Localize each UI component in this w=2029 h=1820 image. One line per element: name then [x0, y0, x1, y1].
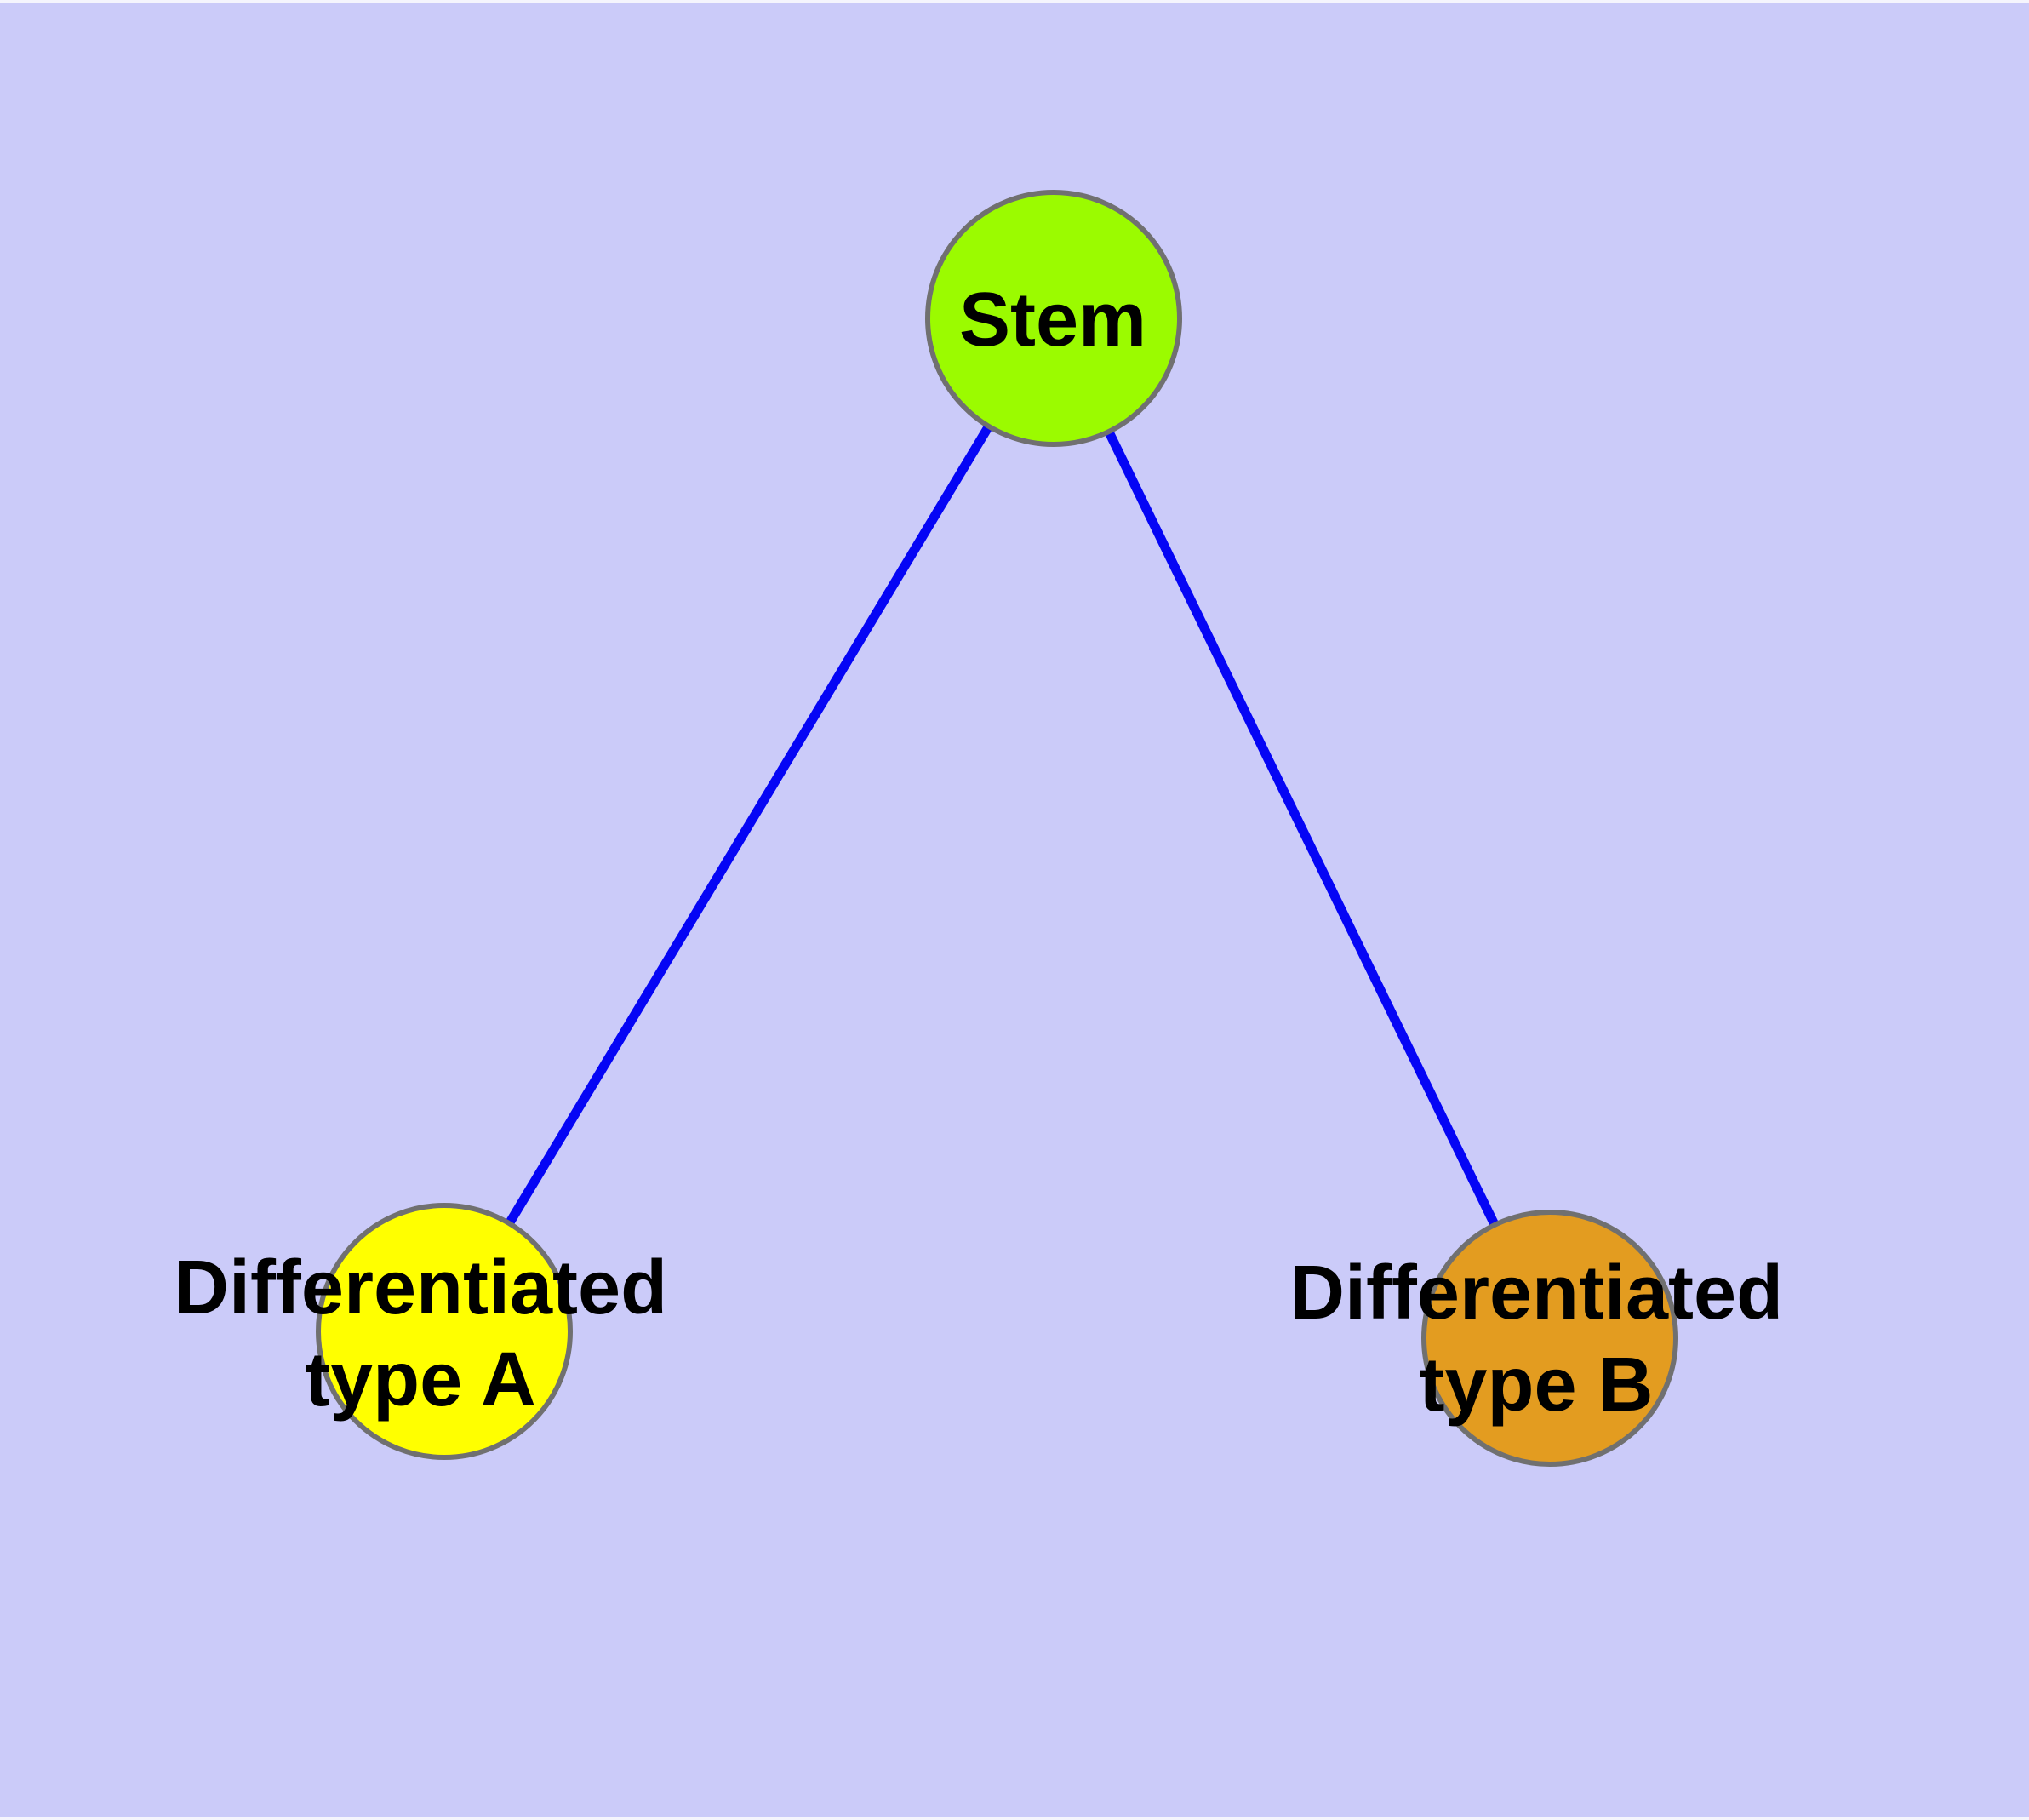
edge-stem-to-type-a — [440, 316, 1058, 1334]
node-stem-label-line: Stem — [958, 278, 1147, 363]
node-differentiated-type-b — [1421, 1210, 1678, 1467]
node-b-label-line-2: type B — [1419, 1342, 1654, 1428]
node-stem-label: Stem — [959, 274, 1146, 366]
canvas-top-edge — [0, 0, 2029, 3]
node-differentiated-type-b-label: Differentiated type B — [1289, 1247, 1783, 1431]
node-differentiated-type-a-label: Differentiated type A — [174, 1242, 667, 1426]
edge-stem-to-type-b — [1049, 316, 1554, 1341]
node-a-label-line-1: Differentiated — [173, 1245, 668, 1331]
node-b-label-line-1: Differentiated — [1289, 1251, 1784, 1336]
node-differentiated-type-a — [316, 1203, 573, 1460]
canvas-bottom-edge — [0, 1817, 2029, 1820]
node-stem — [925, 190, 1182, 447]
node-a-label-line-2: type A — [305, 1337, 536, 1422]
